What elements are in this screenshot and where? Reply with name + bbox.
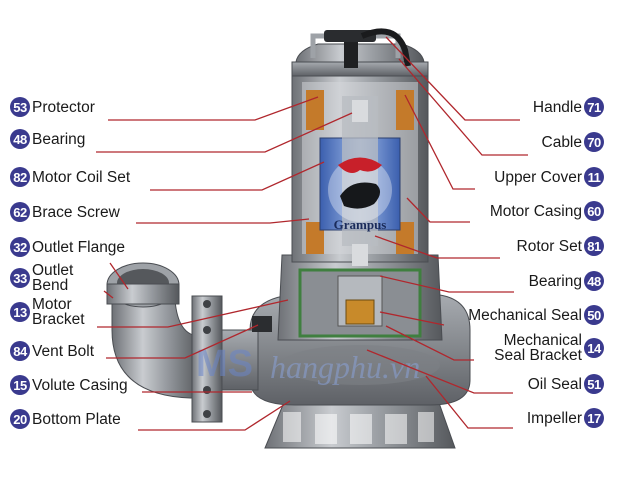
badge-number: 17 [584, 408, 604, 428]
leader-outlet-flange [109, 262, 129, 290]
leader-oil-seal [366, 349, 513, 394]
label-text: Motor Bracket [32, 296, 85, 328]
badge-number: 33 [10, 268, 30, 288]
leader-rotor-set [374, 235, 500, 259]
label-outlet-flange: 32 Outlet Flange [10, 237, 125, 257]
leader-protector [108, 96, 319, 121]
label-cable: Cable 70 [541, 132, 604, 152]
label-text: Impeller [526, 409, 582, 427]
svg-text:MS: MS [196, 343, 253, 385]
badge-number: 15 [10, 375, 30, 395]
label-text: Mechanical Seal [468, 306, 582, 324]
leader-handle [385, 36, 520, 121]
badge-number: 84 [10, 341, 30, 361]
leader-seal-bracket [385, 325, 474, 361]
bottom-plate-shape [264, 399, 456, 449]
label-vent-bolt: 84 Vent Bolt [10, 341, 94, 361]
label-impeller: Impeller 17 [527, 408, 604, 428]
leader-bearing-upper [96, 112, 353, 153]
label-text: Oil Seal [527, 375, 582, 393]
label-bearing-upper: 48 Bearing [10, 129, 85, 149]
leader-impeller [425, 375, 513, 429]
badge-number: 48 [10, 129, 30, 149]
leader-motor-bracket [97, 299, 289, 328]
badge-number: 71 [584, 97, 604, 117]
leader-brace-screw [136, 218, 310, 224]
label-motor-coil-set: 82 Motor Coil Set [10, 167, 130, 187]
leader-motor-coil [150, 161, 325, 191]
label-text: Bottom Plate [32, 410, 121, 428]
leader-mechanical-seal [379, 311, 445, 326]
label-rotor-set: Rotor Set 81 [517, 236, 604, 256]
label-motor-bracket: 13 Motor Bracket [10, 297, 85, 327]
label-mechanical-seal: Mechanical Seal 50 [468, 305, 604, 325]
label-text: Bearing [32, 130, 86, 148]
leader-bottom-plate [138, 400, 291, 431]
badge-number: 70 [584, 132, 604, 152]
label-text: Bearing [528, 272, 582, 290]
upper-cover-shape [295, 28, 425, 68]
badge-number: 53 [10, 97, 30, 117]
watermark-logo: MS hangphu.vn [196, 343, 420, 385]
label-mechanical-seal-bracket: Mechanical Seal Bracket 14 [494, 333, 604, 363]
badge-number: 20 [10, 409, 30, 429]
label-bottom-plate: 20 Bottom Plate [10, 409, 121, 429]
label-text: Motor Casing [489, 202, 582, 220]
label-text: Cable [541, 133, 583, 151]
badge-number: 48 [584, 271, 604, 291]
badge-number: 51 [584, 374, 604, 394]
leader-lines [96, 36, 528, 431]
watermark-text: hangphu.vn [270, 349, 420, 385]
label-text: Mechanical Seal Bracket [494, 332, 582, 364]
leader-motor-casing [406, 197, 470, 223]
label-oil-seal: Oil Seal 51 [528, 374, 604, 394]
label-motor-casing: Motor Casing 60 [490, 201, 604, 221]
label-text: Motor Coil Set [32, 168, 131, 186]
label-text: Outlet Bend [32, 262, 74, 294]
label-text: Vent Bolt [32, 342, 95, 360]
label-text: Protector [32, 98, 95, 116]
label-text: Outlet Flange [32, 238, 126, 256]
leader-upper-cover [404, 94, 475, 190]
badge-number: 82 [10, 167, 30, 187]
label-volute-casing: 15 Volute Casing [10, 375, 128, 395]
vent-bolt-shape [252, 316, 272, 332]
label-brace-screw: 62 Brace Screw [10, 202, 120, 222]
leader-outlet-bend [103, 290, 114, 299]
badge-number: 60 [584, 201, 604, 221]
label-text: Rotor Set [516, 237, 582, 255]
badge-number: 62 [10, 202, 30, 222]
badge-number: 32 [10, 237, 30, 257]
label-text: Upper Cover [494, 168, 582, 186]
leader-cable [398, 58, 528, 156]
label-text: Volute Casing [32, 376, 128, 394]
label-text: Brace Screw [32, 203, 120, 221]
label-outlet-bend: 33 Outlet Bend [10, 263, 73, 293]
label-bearing-lower: Bearing 48 [529, 271, 604, 291]
badge-number: 81 [584, 236, 604, 256]
brand-text: Grampus [334, 217, 387, 232]
badge-number: 11 [584, 167, 604, 187]
leader-vent-bolt [106, 324, 259, 359]
badge-number: 14 [584, 338, 604, 358]
leader-bearing-lower [379, 275, 514, 293]
label-protector: 53 Protector [10, 97, 95, 117]
badge-number: 50 [584, 305, 604, 325]
label-handle: Handle 71 [533, 97, 604, 117]
label-upper-cover: Upper Cover 11 [494, 167, 604, 187]
motor-casing-shape [291, 61, 429, 266]
badge-number: 13 [10, 302, 30, 322]
label-text: Handle [532, 98, 582, 116]
